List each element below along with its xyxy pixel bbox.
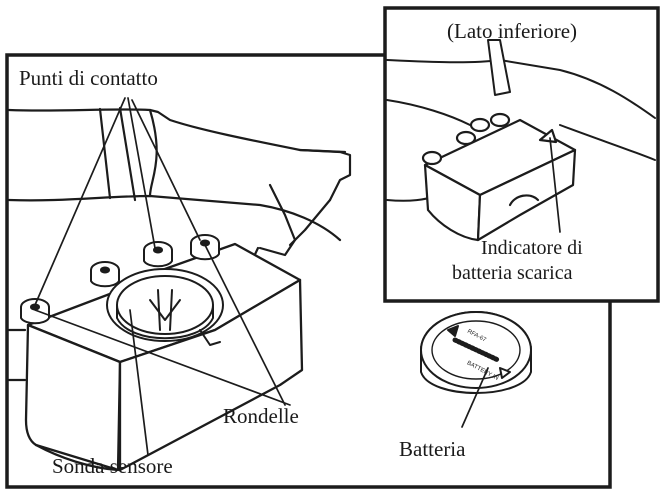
inset-panel: [383, 6, 660, 303]
contact-post-2: [90, 261, 120, 288]
leader-contact-2: [127, 97, 156, 249]
label-low-battery-line2: batteria scarica: [452, 262, 573, 284]
label-washers: Rondelle: [223, 404, 299, 428]
leader-battery: [461, 367, 489, 428]
leader-sensor-probe: [129, 309, 149, 456]
label-low-battery-line1: Indicatore di: [481, 237, 583, 259]
contact-posts: [20, 234, 220, 325]
label-contact-points: Punti di contatto: [19, 66, 158, 90]
leader-washer-2: [34, 309, 291, 406]
leader-lines-main: [34, 97, 291, 456]
collar-strap: [7, 106, 352, 382]
contact-post-4: [190, 234, 220, 261]
label-battery: Batteria: [399, 437, 466, 461]
leader-low-battery: [549, 137, 561, 233]
leader-washer-1: [204, 244, 286, 406]
label-sensor-probe: Sonda sensore: [52, 454, 173, 478]
contact-post-1: [20, 298, 50, 325]
battery: RFA-67 BATTERY IN: [420, 311, 532, 394]
label-underside: (Lato inferiore): [447, 19, 578, 43]
leader-contact-1: [34, 97, 126, 306]
leader-contact-3: [131, 99, 201, 241]
contact-post-3: [143, 241, 173, 268]
inset-strap: [386, 39, 656, 202]
sensor-probe: [106, 268, 224, 346]
inset-receiver: [421, 112, 577, 242]
